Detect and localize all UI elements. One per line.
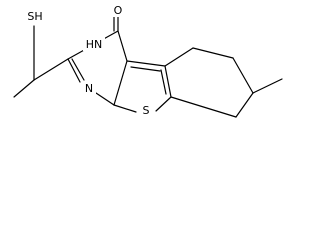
atom-label-sh: SH: [27, 10, 42, 23]
atom-label-nitrogen: N: [85, 82, 93, 95]
molecule-structure: O HN N S SH: [13, 3, 283, 118]
bond-c3a-c4a-double: [130, 66, 161, 72]
bond-layer: [13, 16, 283, 118]
bond-c6-methyl: [252, 78, 283, 94]
bond-c7-c7a: [170, 96, 237, 118]
atom-label-oxygen: O: [114, 4, 123, 17]
bond-c8a-s: [113, 104, 137, 113]
bond-c5-c6: [232, 57, 254, 94]
atom-label-nh: HN: [86, 38, 103, 51]
bond-c6-c7: [235, 92, 254, 118]
bond-c8a-c4a: [113, 60, 128, 106]
bond-s-c7a: [155, 96, 172, 112]
bond-c7a-c3a-double: [160, 69, 167, 95]
bond-c3a-c4: [164, 47, 194, 67]
bond-ch-ch3: [13, 79, 35, 98]
atom-label-layer: O HN N S SH: [24, 3, 154, 117]
bond-c2-ch: [33, 58, 69, 81]
atom-label-sulfur: S: [143, 104, 150, 117]
bond-c7a-c3a: [164, 65, 172, 98]
bond-c4-c5: [192, 47, 234, 59]
bond-c4a-c4: [117, 30, 128, 62]
bond-c2-n1: [67, 58, 81, 83]
bond-c3a-c4a: [126, 60, 166, 67]
bond-n1-c8a: [95, 92, 115, 106]
bond-c2-n1-double: [71, 58, 85, 81]
